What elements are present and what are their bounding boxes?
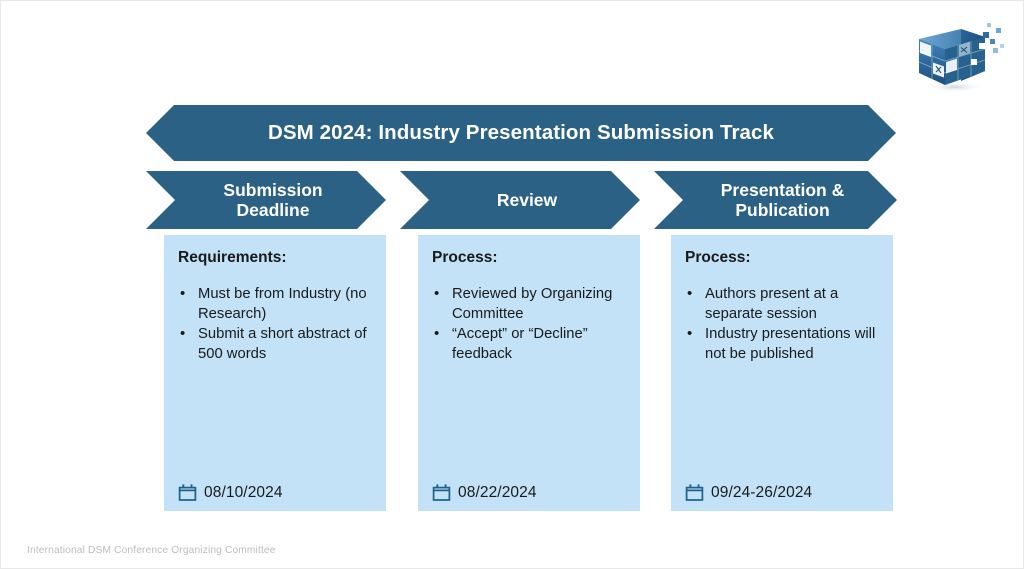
slide-title-banner: DSM 2024: Industry Presentation Submissi… bbox=[146, 105, 896, 161]
panel-date-row: 08/10/2024 bbox=[178, 483, 372, 511]
panel-heading: Process: bbox=[685, 249, 751, 266]
page-title: DSM 2024: Industry Presentation Submissi… bbox=[267, 121, 775, 144]
list-item: “Accept” or “Decline” feedback bbox=[432, 324, 626, 364]
stage-panel-review: Process: Reviewed by Organizing Committe… bbox=[418, 235, 640, 511]
stage-chevron-submission-deadline[interactable]: Submission Deadline bbox=[146, 171, 386, 229]
stage-chevron-label: Review bbox=[496, 189, 558, 210]
list-item: Must be from Industry (no Research) bbox=[178, 284, 372, 324]
stage-chevron-review[interactable]: Review bbox=[400, 171, 640, 229]
stage-panel-submission-deadline: Requirements: Must be from Industry (no … bbox=[164, 235, 386, 511]
list-item: Submit a short abstract of 500 words bbox=[178, 324, 372, 364]
dsm-cube-logo-icon bbox=[901, 15, 1005, 95]
panel-bullet-list: Must be from Industry (no Research) Subm… bbox=[178, 284, 372, 366]
stage-chevron-label: Submission Deadline bbox=[223, 179, 323, 220]
stage-chevron-presentation-publication[interactable]: Presentation & Publication bbox=[654, 171, 897, 229]
list-item: Industry presentations will not be publi… bbox=[685, 324, 879, 364]
panel-date-text: 09/24-26/2024 bbox=[711, 483, 813, 501]
list-item: Authors present at a separate session bbox=[685, 284, 879, 324]
list-item: Reviewed by Organizing Committee bbox=[432, 284, 626, 324]
panel-heading: Requirements: bbox=[178, 249, 287, 266]
panel-date-row: 08/22/2024 bbox=[432, 483, 626, 511]
panel-date-row: 09/24-26/2024 bbox=[685, 483, 879, 511]
panel-bullet-list: Authors present at a separate session In… bbox=[685, 284, 879, 366]
slide-footer: International DSM Conference Organizing … bbox=[27, 545, 276, 556]
panel-heading: Process: bbox=[432, 249, 498, 266]
stage-chevron-label: Presentation & Publication bbox=[720, 179, 845, 220]
panel-date-text: 08/22/2024 bbox=[458, 483, 537, 501]
calendar-icon bbox=[432, 483, 451, 502]
stage-panel-presentation-publication: Process: Authors present at a separate s… bbox=[671, 235, 893, 511]
panel-bullet-list: Reviewed by Organizing Committee “Accept… bbox=[432, 284, 626, 366]
calendar-icon bbox=[685, 483, 704, 502]
panel-date-text: 08/10/2024 bbox=[204, 483, 283, 501]
calendar-icon bbox=[178, 483, 197, 502]
